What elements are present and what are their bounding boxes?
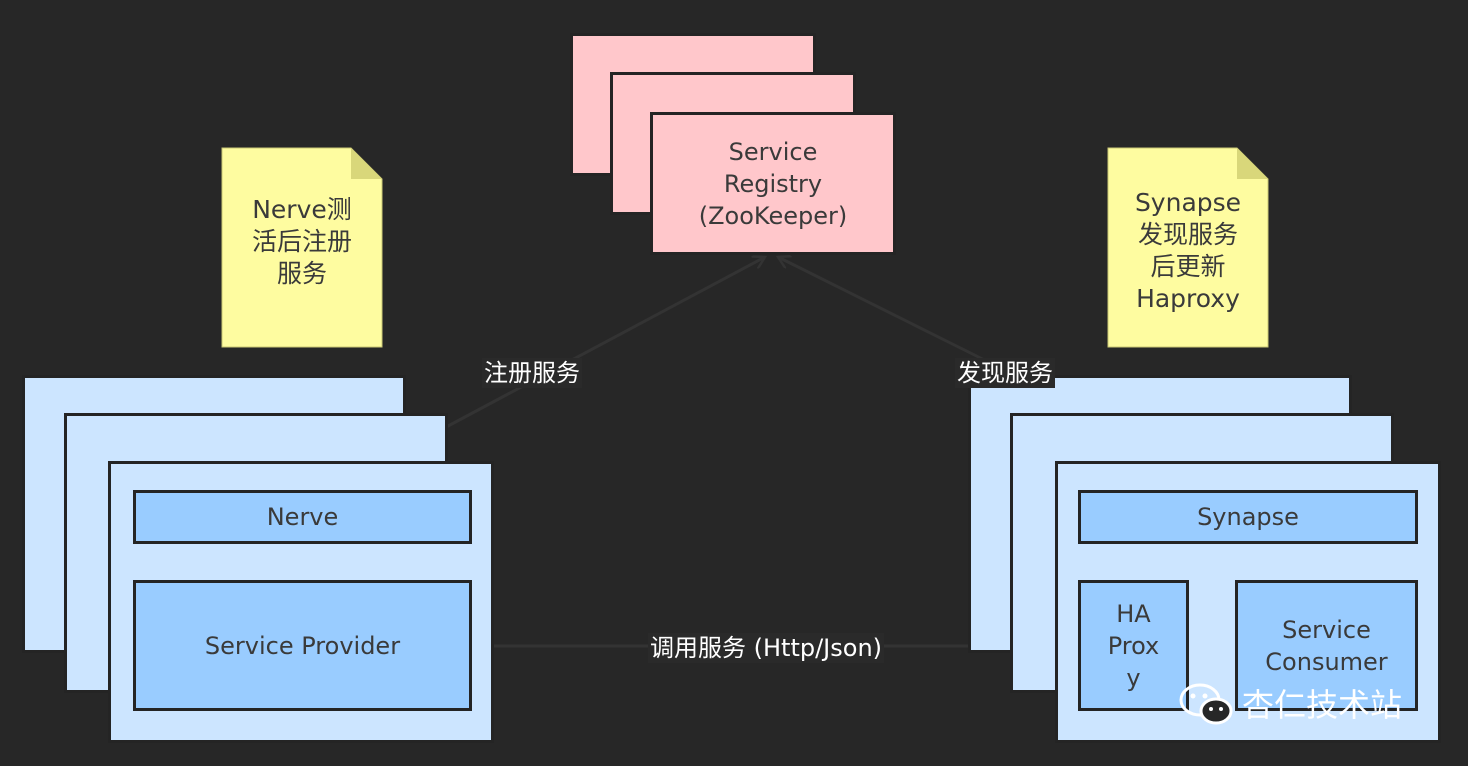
wechat-icon [1179, 683, 1233, 725]
invoke-edge-label: 调用服务 (Http/Json) [648, 633, 885, 663]
nerve-component[interactable]: Nerve [133, 490, 472, 544]
synapse-note: Synapse 发现服务 后更新 Haproxy [1107, 147, 1269, 348]
note-shape [221, 147, 383, 348]
service-consumer-component[interactable]: Service Consumer [1235, 580, 1418, 711]
synapse-note-text: Synapse 发现服务 后更新 Haproxy [1134, 188, 1242, 313]
watermark: 杏仁技术站 [1176, 678, 1402, 728]
nerve-note: Nerve测 活后注册 服务 [221, 147, 383, 348]
service-registry-node[interactable]: Service Registry (ZooKeeper) [650, 112, 896, 255]
register-edge-label: 注册服务 [482, 358, 582, 388]
synapse-component[interactable]: Synapse [1078, 490, 1418, 544]
note-shape [1107, 147, 1269, 348]
haproxy-component[interactable]: HA Prox y [1078, 580, 1189, 711]
nerve-note-text: Nerve测 活后注册 服务 [251, 195, 352, 288]
service-provider-component[interactable]: Service Provider [133, 580, 472, 711]
discover-edge-label: 发现服务 [955, 358, 1055, 388]
watermark-text: 杏仁技术站 [1242, 686, 1403, 724]
